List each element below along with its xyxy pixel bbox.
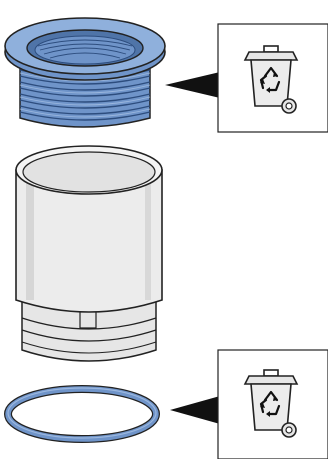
callout-panel-2 [217, 349, 328, 459]
sealing-ring [4, 385, 160, 443]
callout-panel-1 [217, 23, 328, 133]
threaded-nut [4, 17, 166, 128]
callout-pointer-2 [170, 396, 220, 424]
drain-sleeve [15, 145, 163, 362]
callout-pointer-1 [165, 72, 220, 98]
